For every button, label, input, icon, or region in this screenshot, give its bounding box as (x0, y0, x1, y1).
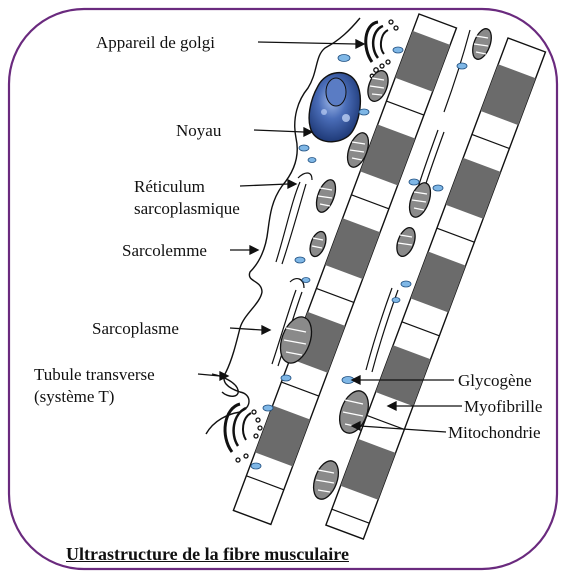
label-sarcoplasme: Sarcoplasme (92, 318, 179, 339)
label-noyau: Noyau (176, 120, 221, 141)
label-glycogene: Glycogène (458, 370, 532, 391)
mitochondrion-4 (307, 229, 329, 258)
diagram-caption: Ultrastructure de la fibre musculaire (66, 544, 349, 565)
label-tubule-line2: (système T) (34, 386, 114, 407)
sarcoplasme-leader (230, 328, 262, 330)
label-myofibrille: Myofibrille (464, 396, 542, 417)
nucleus (309, 73, 360, 142)
mitochondrion-6 (469, 26, 495, 62)
golgi-leader (258, 42, 356, 44)
mitochondrion-8 (393, 225, 418, 259)
reticulum-leader (240, 184, 288, 186)
label-mitochondrie: Mitochondrie (448, 422, 541, 443)
label-reticulum-line1: Réticulum (134, 176, 205, 197)
label-sarcolemme: Sarcolemme (122, 240, 207, 261)
mitochondrion-7 (405, 180, 434, 220)
label-tubule-line1: Tubule transverse (34, 364, 155, 385)
noyau-leader (254, 130, 304, 132)
label-golgi: Appareil de golgi (96, 32, 215, 53)
mitochondrion-3 (313, 177, 340, 214)
label-reticulum-line2: sarcoplasmique (134, 198, 240, 219)
